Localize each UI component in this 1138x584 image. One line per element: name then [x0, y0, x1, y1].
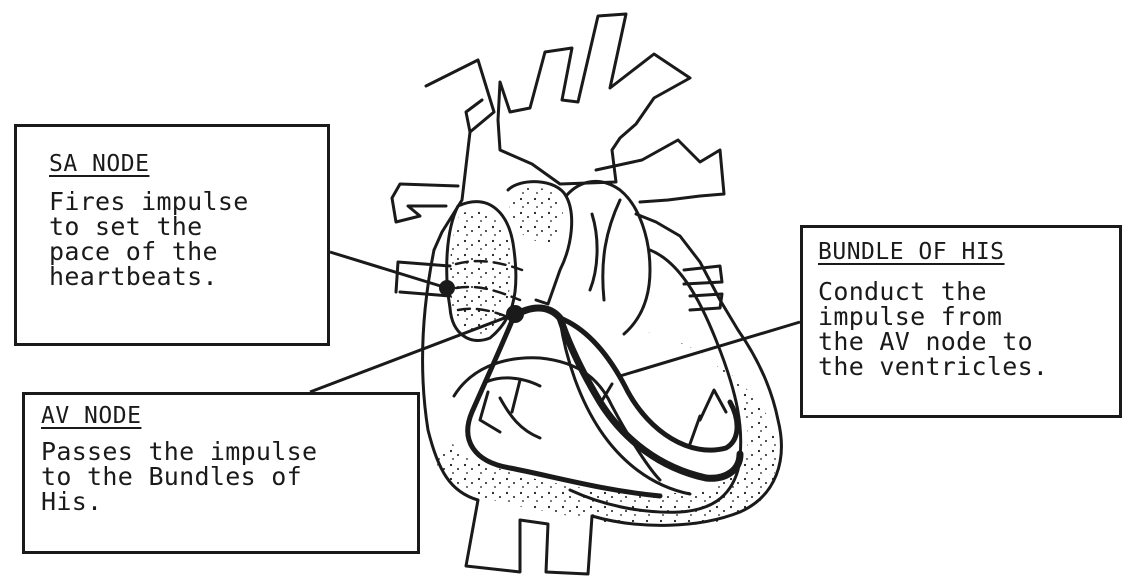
sa-node-callout: SA NODE Fires impulse to set the pace of… [14, 124, 330, 346]
av-node-title: AV NODE [41, 403, 141, 429]
sa-node-title: SA NODE [49, 151, 149, 177]
left-atrium-wall [566, 181, 650, 334]
av-node-description: Passes the impulse to the Bundles of His… [41, 439, 417, 514]
his-leader-line [620, 322, 800, 376]
bundle-of-his-description: Conduct the impulse from the AV node to … [818, 279, 1119, 379]
aortic-arch [498, 14, 690, 184]
mitral-valve [590, 200, 620, 300]
aorta-root-stipple [508, 187, 563, 242]
sa-node-description: Fires impulse to set the pace of the hea… [49, 189, 327, 289]
bundle-of-his-title: BUNDLE OF HIS [818, 239, 1005, 265]
bundle-of-his-callout: BUNDLE OF HIS Conduct the impulse from t… [800, 225, 1122, 418]
pulmonary-artery-left [392, 184, 458, 222]
av-node-callout: AV NODE Passes the impulse to the Bundle… [22, 392, 420, 554]
